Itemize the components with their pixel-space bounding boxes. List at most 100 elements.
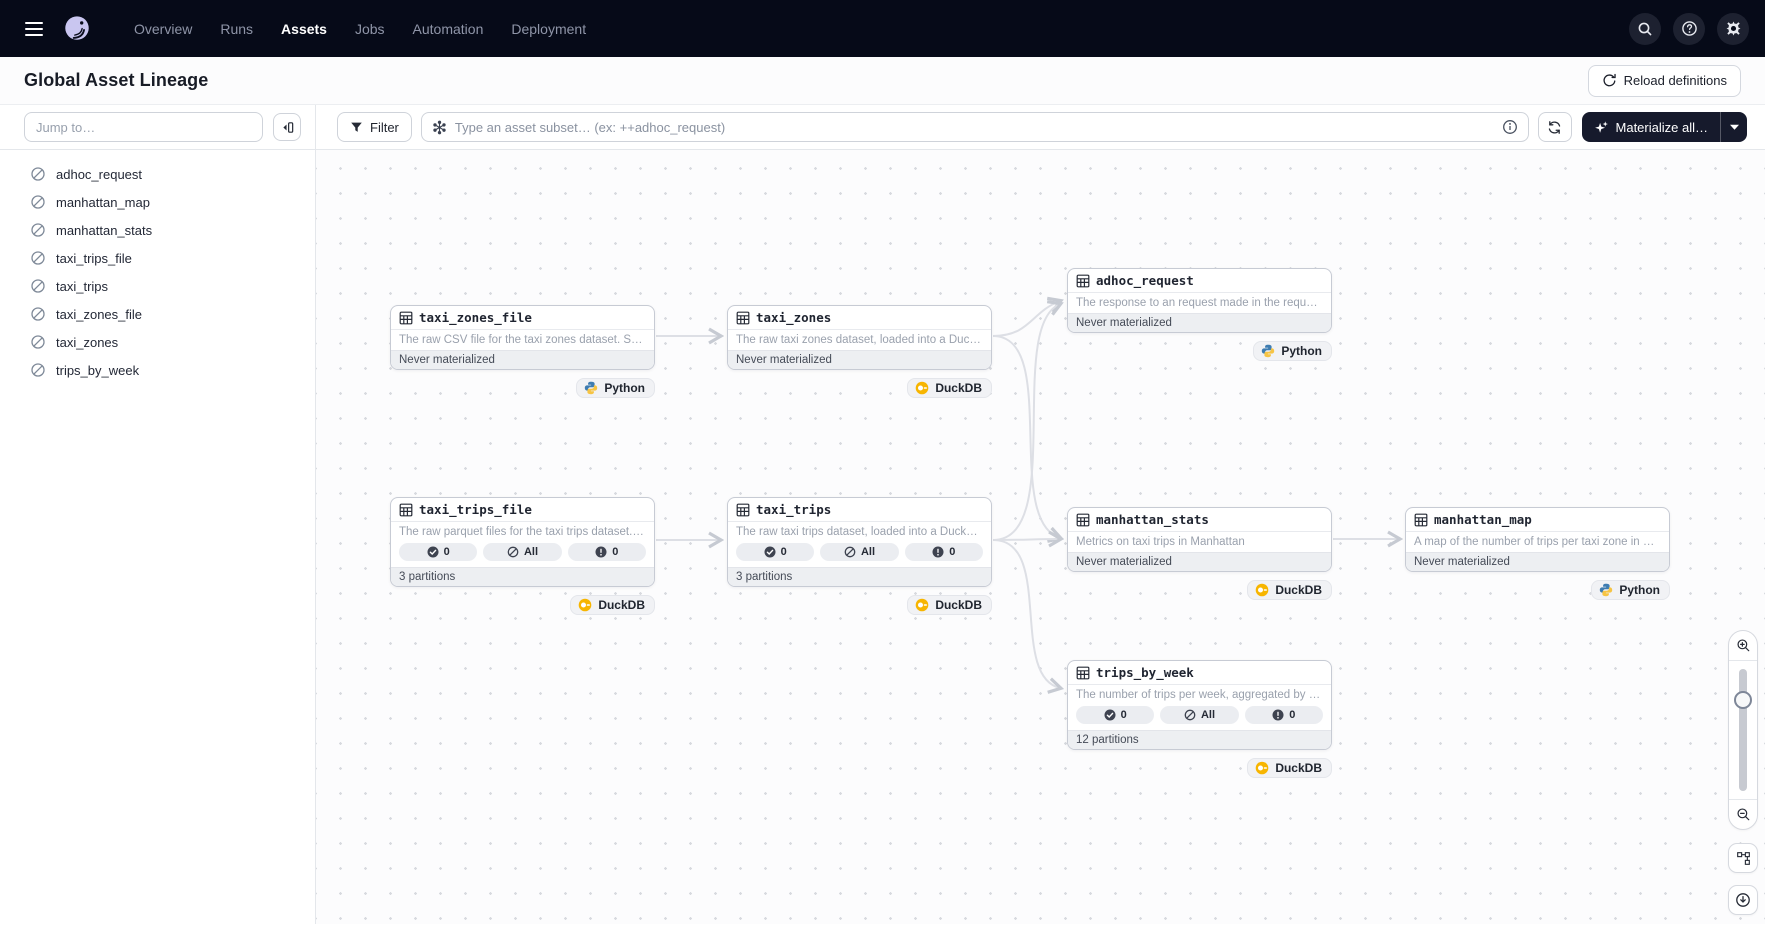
zoom-controls (1728, 630, 1758, 830)
asset-node-adhoc-request[interactable]: adhoc_request The response to an request… (1067, 268, 1332, 333)
asset-name: manhattan_map (1434, 512, 1532, 527)
nav-deployment[interactable]: Deployment (511, 20, 587, 37)
python-icon (1600, 583, 1613, 597)
search-button[interactable] (1629, 12, 1661, 45)
zoom-out-button[interactable] (1729, 799, 1757, 829)
asset-node-taxi-zones-file[interactable]: taxi_zones_file The raw CSV file for the… (390, 305, 655, 370)
materialized-count-pill: 0 (736, 543, 815, 561)
partition-health: 0 All 0 (391, 542, 654, 567)
asset-node-taxi-zones[interactable]: taxi_zones The raw taxi zones dataset, l… (727, 305, 992, 370)
asset-status: Never materialized (1406, 552, 1669, 571)
badge-label: DuckDB (1275, 761, 1322, 775)
asset-name: manhattan_stats (1096, 512, 1209, 527)
menu-icon[interactable] (16, 11, 52, 47)
slash-circle-icon (844, 546, 856, 558)
help-button[interactable] (1673, 12, 1705, 45)
asset-name: adhoc_request (1096, 273, 1194, 288)
rearrange-layout-button[interactable] (1728, 843, 1758, 873)
asset-description: The raw taxi zones dataset, loaded into … (728, 329, 991, 350)
python-icon (585, 381, 598, 395)
nav-automation[interactable]: Automation (412, 20, 484, 37)
sidebar-asset-trips-by-week[interactable]: trips_by_week (0, 356, 315, 384)
alert-circle-icon (932, 546, 944, 558)
missing-count-pill: All (820, 543, 899, 561)
table-icon (1076, 666, 1090, 679)
badge-label: Python (604, 381, 645, 395)
asset-description: The raw CSV file for the taxi zones data… (391, 329, 654, 350)
asset-status: Never materialized (728, 350, 991, 369)
badge-label: DuckDB (935, 381, 982, 395)
dagster-logo-icon[interactable] (60, 12, 94, 46)
collapse-sidebar-button[interactable] (273, 113, 301, 141)
materialize-label: Materialize all… (1615, 119, 1708, 135)
sidebar-asset-taxi-zones-file[interactable]: taxi_zones_file (0, 300, 315, 328)
asset-description: The response to an request made in the r… (1068, 292, 1331, 313)
asset-sidebar: adhoc_request manhattan_map manhattan_st… (0, 105, 316, 924)
reload-definitions-button[interactable]: Reload definitions (1587, 64, 1741, 97)
never-materialized-icon (31, 167, 45, 181)
settings-button[interactable] (1717, 12, 1749, 45)
filter-button[interactable]: Filter (337, 112, 412, 142)
table-icon (1414, 513, 1428, 526)
check-circle-icon (1104, 709, 1116, 721)
compute-kind-badge: DuckDB (907, 378, 992, 398)
info-icon[interactable] (1502, 119, 1518, 135)
never-materialized-icon (31, 195, 45, 209)
sidebar-asset-manhattan-stats[interactable]: manhattan_stats (0, 216, 315, 244)
badge-label: DuckDB (598, 598, 645, 612)
page-header: Global Asset Lineage Reload definitions (0, 57, 1765, 105)
asset-node-taxi-trips[interactable]: taxi_trips The raw taxi trips dataset, l… (727, 497, 992, 587)
gear-icon (1726, 21, 1740, 36)
compute-kind-badge: DuckDB (907, 595, 992, 615)
sidebar-asset-adhoc-request[interactable]: adhoc_request (0, 160, 315, 188)
nav-jobs[interactable]: Jobs (354, 20, 385, 37)
nav-assets[interactable]: Assets (281, 20, 327, 37)
alert-circle-icon (595, 546, 607, 558)
never-materialized-icon (31, 363, 45, 377)
zoom-slider-track[interactable] (1729, 661, 1757, 799)
sidebar-asset-taxi-trips[interactable]: taxi_trips (0, 272, 315, 300)
lineage-canvas[interactable]: taxi_zones_file The raw CSV file for the… (316, 150, 1765, 924)
asset-name: taxi_zones_file (419, 310, 532, 325)
asset-name: taxi_trips (756, 502, 832, 517)
asset-node-manhattan-stats[interactable]: manhattan_stats Metrics on taxi trips in… (1067, 507, 1332, 572)
asset-subset-input[interactable] (454, 119, 1494, 135)
asset-node-taxi-trips-file[interactable]: taxi_trips_file The raw parquet files fo… (390, 497, 655, 587)
sidebar-asset-taxi-zones[interactable]: taxi_zones (0, 328, 315, 356)
search-icon (1638, 22, 1652, 35)
asset-status: Never materialized (1068, 313, 1331, 332)
materialize-all-button[interactable]: Materialize all… (1582, 112, 1720, 142)
asset-label: manhattan_map (56, 194, 150, 210)
graph-layout-icon (1736, 851, 1750, 865)
missing-count-pill: All (483, 543, 562, 561)
table-icon (1076, 513, 1090, 526)
table-icon (736, 311, 750, 324)
alert-circle-icon (1272, 709, 1284, 721)
asset-node-trips-by-week[interactable]: trips_by_week The number of trips per we… (1067, 660, 1332, 750)
refresh-graph-button[interactable] (1537, 112, 1572, 142)
never-materialized-icon (31, 279, 45, 293)
duckdb-icon (916, 598, 929, 612)
nav-overview[interactable]: Overview (134, 20, 193, 37)
sparkle-icon (1594, 120, 1608, 133)
zoom-in-button[interactable] (1729, 631, 1757, 661)
asset-description: Metrics on taxi trips in Manhattan (1068, 531, 1331, 552)
jump-to-input[interactable] (24, 112, 263, 142)
never-materialized-icon (31, 335, 45, 349)
zoom-slider-thumb[interactable] (1734, 691, 1752, 709)
duckdb-icon (579, 598, 592, 612)
primary-nav: Overview Runs Assets Jobs Automation Dep… (134, 21, 586, 37)
recenter-view-button[interactable] (1728, 885, 1758, 915)
badge-label: Python (1619, 583, 1660, 597)
sidebar-asset-manhattan-map[interactable]: manhattan_map (0, 188, 315, 216)
zoom-in-icon (1736, 639, 1749, 652)
nav-runs[interactable]: Runs (220, 20, 254, 37)
check-circle-icon (764, 546, 776, 558)
asset-description: A map of the number of trips per taxi zo… (1406, 531, 1669, 552)
asset-node-manhattan-map[interactable]: manhattan_map A map of the number of tri… (1405, 507, 1670, 572)
recenter-icon (1736, 893, 1750, 907)
asset-name: trips_by_week (1096, 665, 1194, 680)
partition-count: 3 partitions (391, 567, 654, 586)
materialize-dropdown-button[interactable] (1720, 112, 1747, 142)
sidebar-asset-taxi-trips-file[interactable]: taxi_trips_file (0, 244, 315, 272)
